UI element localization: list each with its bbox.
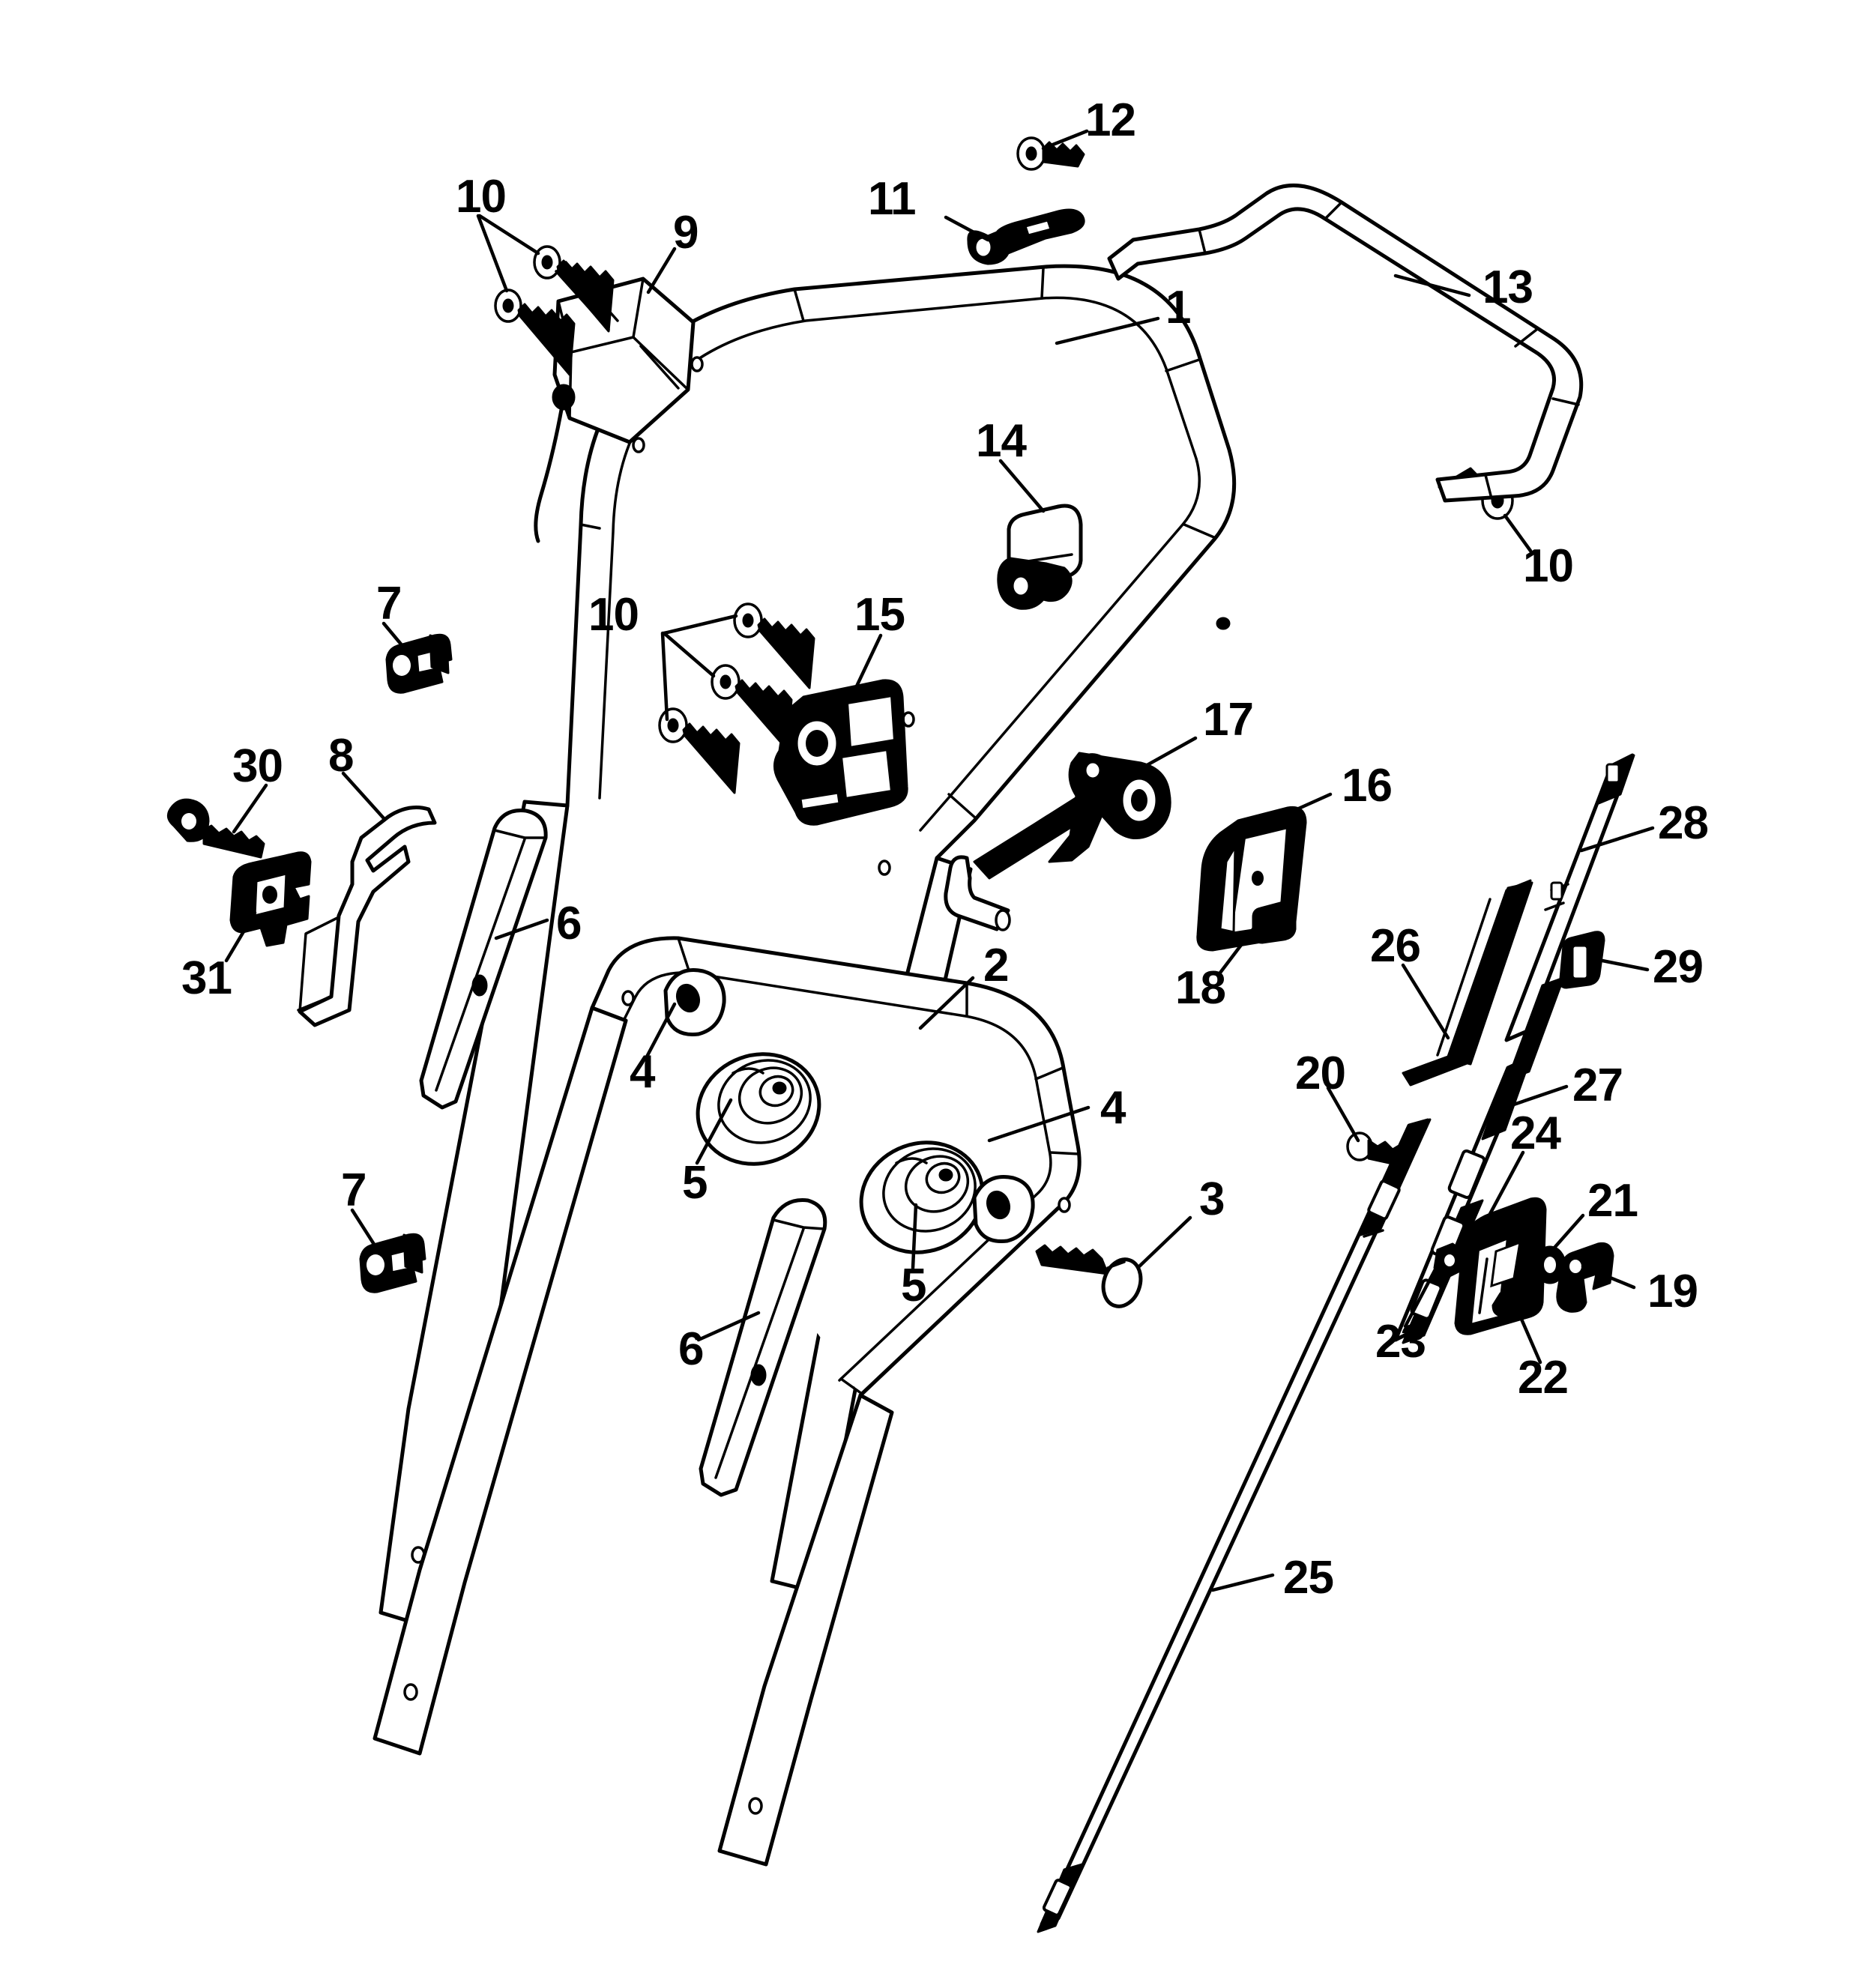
part-bushing <box>1252 901 1297 944</box>
callout-label-15: 15 <box>854 589 905 641</box>
part-knob-left <box>696 1052 821 1166</box>
part-bail-lever <box>944 752 1171 931</box>
callout-label-30: 30 <box>232 740 283 792</box>
callout-label-29: 29 <box>1653 941 1704 993</box>
part-carriage-bolt <box>1035 1244 1143 1308</box>
callout-label-13: 13 <box>1483 262 1533 313</box>
part-handle-grip-upper <box>419 808 548 1110</box>
callout-label-6b: 6 <box>678 1323 704 1375</box>
callout-label-2: 2 <box>983 940 1009 991</box>
part-drive-rod <box>1037 1118 1432 1933</box>
part-screw-10-a <box>533 245 619 333</box>
callout-label-25: 25 <box>1283 1552 1334 1604</box>
part-retaining-pin <box>1491 1286 1530 1317</box>
part-lower-handle-left-leg <box>372 1006 628 1756</box>
callout-label-4b: 4 <box>1100 1082 1126 1134</box>
callout-label-6a: 6 <box>556 898 582 949</box>
part-washer-right <box>972 1175 1035 1244</box>
callout-label-28: 28 <box>1658 797 1709 849</box>
part-control-rod <box>1107 184 1584 503</box>
callout-label-17: 17 <box>1203 694 1254 746</box>
part-screw-10-mid-b <box>711 664 793 751</box>
callout-label-27: 27 <box>1572 1060 1623 1111</box>
callout-label-8: 8 <box>328 730 354 782</box>
callout-label-1: 1 <box>1165 282 1191 333</box>
part-knob-right <box>859 1140 985 1254</box>
part-lower-handle-right-leg <box>717 1393 894 1867</box>
part-upper-handle-bar <box>565 264 1237 876</box>
part-screw-10-mid-a <box>733 602 815 689</box>
part-spring <box>1402 879 1533 1087</box>
callout-label-4a: 4 <box>630 1046 655 1098</box>
callout-label-31: 31 <box>181 952 232 1004</box>
callout-label-10a: 10 <box>456 171 507 223</box>
callout-label-3: 3 <box>1199 1173 1225 1225</box>
part-rod-upper <box>1504 753 1635 1081</box>
part-cable-clip-upper <box>385 633 453 694</box>
callout-label-19: 19 <box>1647 1266 1698 1317</box>
callout-label-20: 20 <box>1295 1048 1346 1099</box>
part-cable-end-clip <box>1556 1242 1614 1313</box>
callout-label-7b: 7 <box>341 1164 367 1216</box>
callout-label-18: 18 <box>1175 962 1226 1014</box>
callout-label-23: 23 <box>1375 1316 1426 1368</box>
part-lower-handle-bar <box>590 936 1082 1398</box>
leader-lines <box>224 129 1655 1592</box>
callout-label-16: 16 <box>1342 760 1393 812</box>
part-spring-lever <box>297 806 437 1027</box>
callout-label-12: 12 <box>1085 94 1136 146</box>
part-switch-bracket <box>773 679 908 826</box>
callout-label-11: 11 <box>868 173 917 225</box>
part-retainer-pin <box>1016 136 1085 171</box>
part-cable-guide-clamp <box>997 504 1083 610</box>
part-screw-30 <box>167 798 265 859</box>
part-clip-29 <box>1559 931 1605 989</box>
callout-label-22: 22 <box>1518 1352 1569 1404</box>
callout-label-10b: 10 <box>588 589 639 641</box>
callout-label-14: 14 <box>976 415 1027 467</box>
callout-label-21: 21 <box>1587 1175 1638 1227</box>
callout-label-24: 24 <box>1510 1108 1561 1159</box>
part-cable-clip-lower <box>359 1233 426 1293</box>
callout-label-26: 26 <box>1370 920 1421 972</box>
callout-label-7a: 7 <box>376 578 402 629</box>
part-handle-grip-lower <box>699 1197 827 1497</box>
part-washer-left <box>663 968 726 1037</box>
callout-label-10c: 10 <box>1523 540 1574 592</box>
callout-label-5b: 5 <box>901 1260 926 1311</box>
callout-label-5a: 5 <box>682 1157 708 1209</box>
callout-label-9: 9 <box>673 207 699 259</box>
part-rod-clip <box>967 208 1085 265</box>
